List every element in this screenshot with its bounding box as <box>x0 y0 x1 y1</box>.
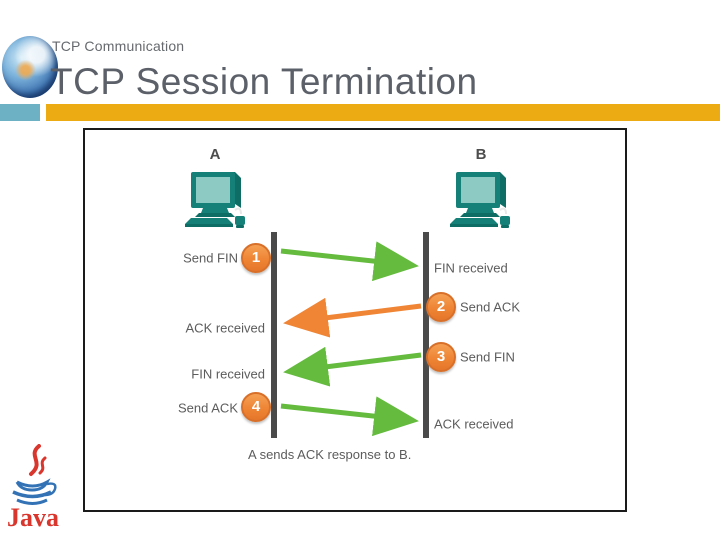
orange-accent-bar <box>46 104 720 121</box>
label-send-ack-b: Send ACK <box>460 299 520 315</box>
computer-b-icon <box>449 171 511 229</box>
diagram-caption: A sends ACK response to B. <box>248 447 412 462</box>
label-fin-received-b: FIN received <box>434 260 508 276</box>
step-badge-2: 2 <box>426 292 456 322</box>
step-badge-4: 4 <box>241 392 271 422</box>
java-logo-text: Java <box>7 503 59 532</box>
computer-a-icon <box>185 172 245 228</box>
host-a-label: A <box>209 146 221 163</box>
step-badge-1: 1 <box>241 243 271 273</box>
teal-accent-block <box>0 104 40 121</box>
java-logo: Java <box>7 444 59 532</box>
java-cup-icon <box>15 478 51 492</box>
label-send-fin-b: Send FIN <box>460 349 515 365</box>
page-title: TCP Session Termination <box>50 61 478 102</box>
slide-kicker: TCP Communication <box>52 38 185 54</box>
step-badge-3: 3 <box>426 342 456 372</box>
java-steam-icon <box>29 444 41 476</box>
label-fin-received-a: FIN received <box>191 366 265 382</box>
label-ack-received-a: ACK received <box>185 320 265 336</box>
globe-logo-icon <box>2 36 58 98</box>
label-send-fin-a: Send FIN <box>183 250 238 266</box>
host-b-label: B <box>475 146 487 163</box>
label-send-ack-a: Send ACK <box>178 400 238 416</box>
label-ack-received-b: ACK received <box>434 416 514 432</box>
